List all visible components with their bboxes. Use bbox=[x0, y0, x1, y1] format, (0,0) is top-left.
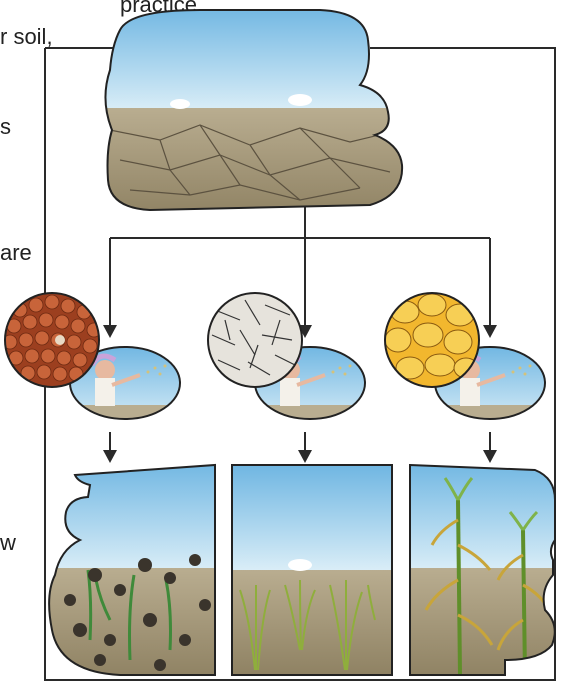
cracked-dry-land-scene bbox=[100, 5, 410, 218]
dark-weeds-crop-panel bbox=[40, 460, 220, 678]
tall-corn-crop-panel bbox=[405, 460, 565, 678]
sparse-grass-crop-panel bbox=[232, 465, 392, 675]
